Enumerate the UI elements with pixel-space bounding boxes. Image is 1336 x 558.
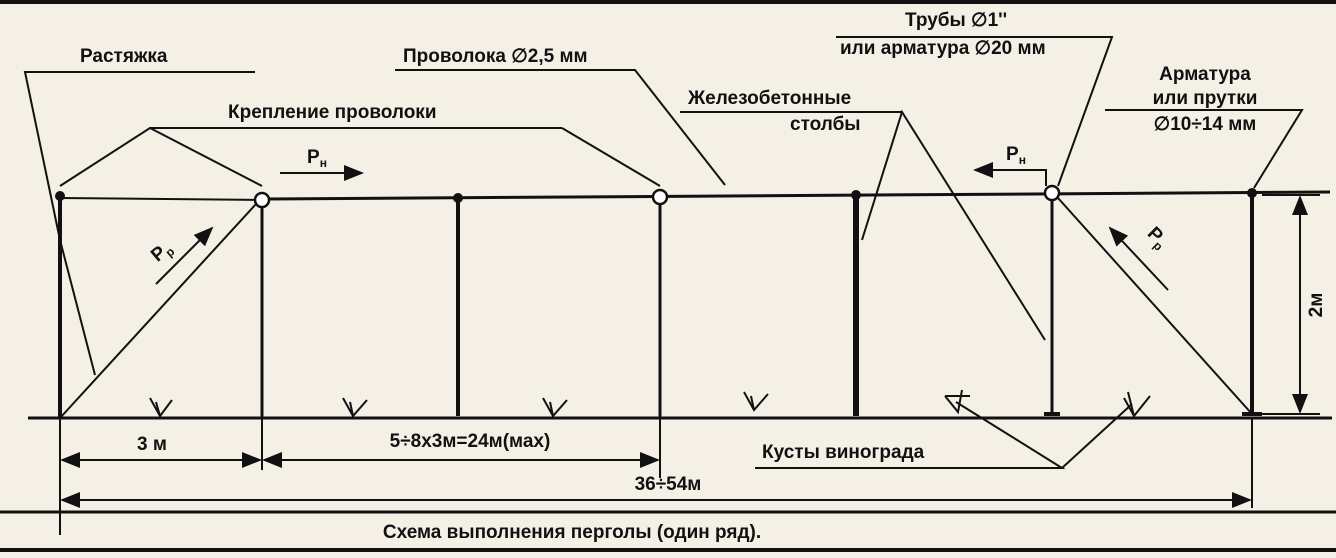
post-top: [453, 193, 463, 203]
vines: [149, 389, 1151, 418]
brace-right: [1057, 197, 1253, 415]
wire-leader: [395, 69, 726, 186]
label-rebar-2: или прутки: [1153, 88, 1258, 109]
vine-icon: [944, 389, 970, 415]
vine-icon: [342, 397, 368, 418]
guy-leader: [23, 71, 255, 241]
force-r-arrow-right: [1108, 226, 1169, 291]
posts: [55, 184, 1262, 418]
vine-icon: [149, 397, 173, 418]
pipe-top: [253, 191, 271, 209]
label-guy-wire: Растяжка: [80, 46, 168, 67]
label-wire-fastening: Крепление проволоки: [228, 102, 437, 123]
label-dim-span: 5÷8х3м=24м(мах): [390, 431, 551, 452]
vines-leader: [1061, 403, 1133, 469]
label-vines: Кусты винограда: [762, 442, 925, 463]
label-wire: Проволока ∅2,5 мм: [403, 46, 588, 67]
label-dim-guy: 3 м: [137, 434, 167, 455]
fastening-leader: [561, 127, 661, 187]
force-r-arrow-left: [155, 226, 214, 285]
force-h-arrow-right: [973, 162, 1047, 186]
caption: Схема выполнения перголы (один ряд).: [383, 522, 761, 543]
fastening-leader: [59, 126, 263, 187]
post-top: [851, 190, 861, 200]
label-force-h-right: Pн: [1006, 144, 1026, 167]
label-height: 2м: [1306, 293, 1327, 318]
label-concrete-1: Железобетонные: [687, 88, 851, 109]
post-top: [1247, 188, 1257, 198]
rebar-leader: [1105, 109, 1304, 189]
vine-icon: [542, 397, 568, 418]
top-wire-left: [59, 197, 263, 201]
label-dim-total: 36÷54м: [635, 474, 702, 495]
guy-wire: [59, 239, 96, 376]
pipe-top: [651, 188, 669, 206]
brace-left: [59, 203, 257, 419]
vine-icon: [1123, 391, 1151, 418]
concrete-leader: [861, 109, 1046, 341]
label-rebar-1: Арматура: [1159, 64, 1251, 85]
label-pipes-1: Трубы ∅1'': [905, 10, 1007, 31]
label-concrete-2: столбы: [790, 114, 861, 135]
label-force-h-left: Pн: [307, 147, 327, 170]
label-force-r-left: Pр: [147, 237, 177, 267]
label-pipes-2: или арматура ∅20 мм: [840, 38, 1046, 59]
vine-icon: [743, 391, 769, 412]
top-wire: [267, 190, 1331, 201]
label-rebar-3: ∅10÷14 мм: [1154, 114, 1257, 135]
post-top: [55, 191, 65, 201]
pipes-leader: [836, 36, 1114, 187]
label-force-r-right: Pр: [1142, 223, 1172, 253]
pipe-top: [1043, 184, 1061, 202]
